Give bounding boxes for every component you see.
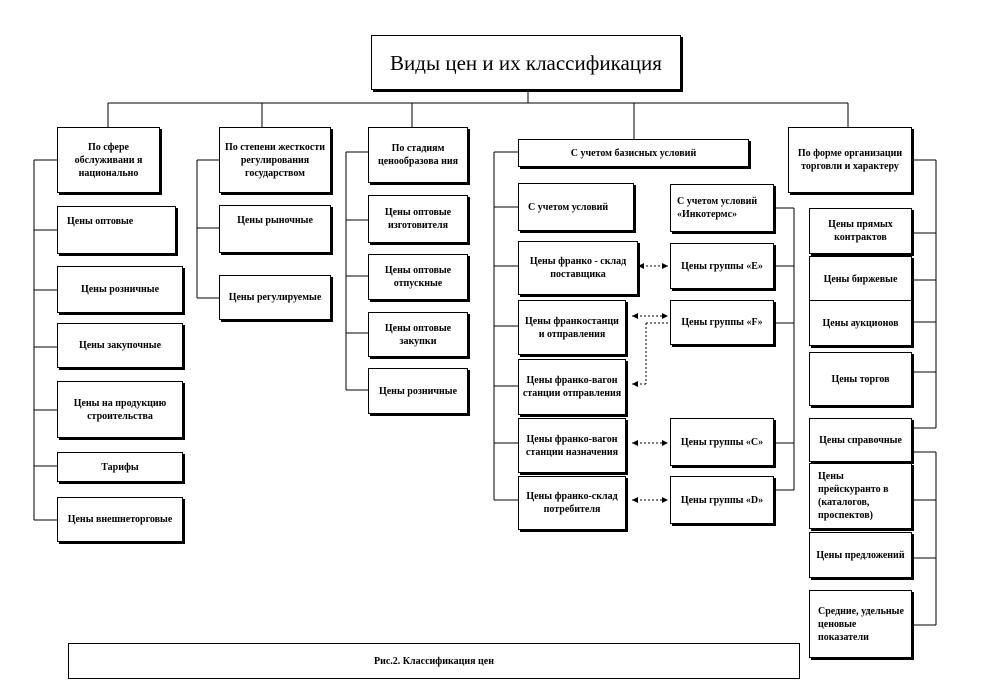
franco-station-departure: Цены франкостанци и отправления: [518, 300, 626, 355]
regulation-item-regulated: Цены регулируемые: [219, 275, 331, 320]
column-header-pricing-stages: По стадиям ценообразова ния: [368, 127, 468, 183]
trade-item-direct-contracts: Цены прямых контрактов: [809, 208, 912, 254]
stage-item-retail: Цены розничные: [368, 368, 468, 414]
service-item-construction: Цены на продукцию строительства: [57, 381, 183, 438]
column-header-basis-conditions: С учетом базисных условий: [518, 139, 749, 167]
service-item-retail: Цены розничные: [57, 266, 183, 313]
trade-item-price-lists: Цены прейскуранто в (каталогов, проспект…: [809, 463, 912, 529]
stage-item-manufacturer: Цены оптовые изготовителя: [368, 195, 468, 243]
incoterms-group-c: Цены группы «С»: [670, 418, 774, 466]
trade-item-exchange: Цены биржевые: [809, 256, 912, 302]
franco-warehouse-supplier: Цены франко - склад поставщика: [518, 241, 638, 295]
service-item-wholesale: Цены оптовые: [57, 206, 176, 254]
stage-item-wholesale-release: Цены оптовые отпускные: [368, 254, 468, 300]
regulation-item-market: Цены рыночные: [219, 205, 331, 253]
franco-wagon-departure: Цены франко-вагон станции отправления: [518, 359, 626, 415]
column-header-regulation: По степени жесткости регулирования госуд…: [219, 127, 331, 193]
basis-sub-incoterms: С учетом условий «Инкотермс»: [670, 184, 774, 232]
diagram-title: Виды цен и их классификация: [371, 35, 681, 90]
trade-item-offers: Цены предложений: [809, 532, 912, 578]
trade-item-tenders: Цены торгов: [809, 352, 912, 406]
column-header-trade-form: По форме организации торговли и характер…: [788, 127, 912, 193]
column-header-service-sphere: По сфере обслуживани я национально: [57, 127, 160, 193]
trade-item-average-indicators: Средние, удельные ценовые показатели: [809, 590, 912, 658]
incoterms-group-f: Цены группы «F»: [670, 300, 774, 345]
incoterms-group-d: Цены группы «D»: [670, 476, 774, 524]
franco-wagon-destination: Цены франко-вагон станции назначения: [518, 418, 626, 473]
service-item-tariffs: Тарифы: [57, 452, 183, 482]
trade-item-reference: Цены справочные: [809, 418, 912, 462]
stage-item-wholesale-purchase: Цены оптовые закупки: [368, 312, 468, 357]
figure-caption: Рис.2. Классификация цен: [68, 643, 800, 679]
franco-warehouse-consumer: Цены франко-склад потребителя: [518, 476, 626, 530]
basis-sub-conditions: С учетом условий: [518, 183, 634, 231]
service-item-purchase: Цены закупочные: [57, 323, 183, 368]
trade-item-auctions: Цены аукционов: [809, 300, 912, 346]
service-item-foreign-trade: Цены внешнеторговые: [57, 497, 183, 542]
incoterms-group-e: Цены группы «Е»: [670, 243, 774, 289]
